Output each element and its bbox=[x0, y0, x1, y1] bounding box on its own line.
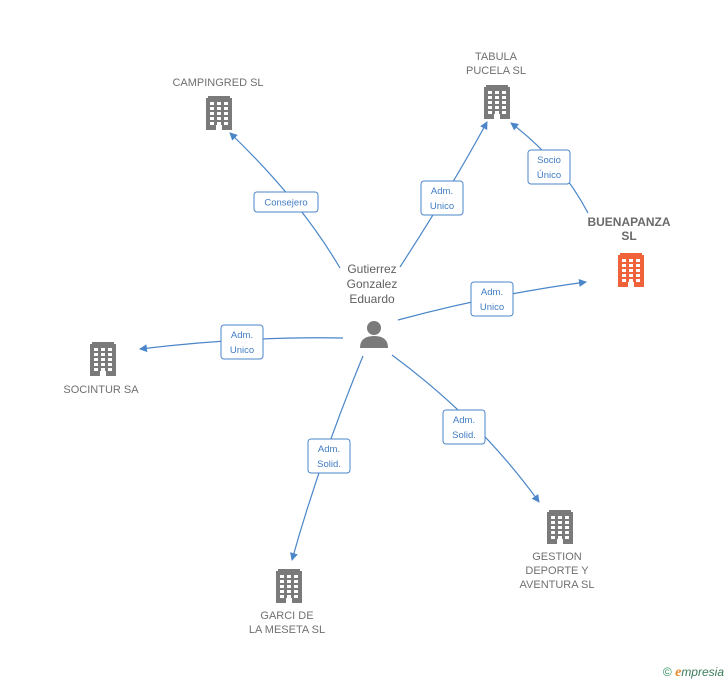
brand-initial: e bbox=[675, 665, 682, 680]
relation-label-box bbox=[307, 438, 351, 474]
relation-label-box bbox=[420, 180, 464, 216]
relation-label-text: Adm. bbox=[231, 330, 253, 341]
company-name-line: PUCELA SL bbox=[466, 65, 526, 77]
relation-label-box bbox=[220, 324, 264, 360]
relation-label-box bbox=[253, 191, 319, 213]
company-node-tabula[interactable]: TABULA PUCELA SL bbox=[466, 51, 526, 119]
relation-label-person-campingred[interactable]: Consejero bbox=[253, 191, 319, 213]
copyright-icon: © bbox=[662, 665, 672, 679]
relation-label-text: Socio bbox=[537, 155, 561, 166]
relation-label-text: Adm. bbox=[453, 415, 475, 426]
company-name-line: SL bbox=[621, 229, 636, 243]
company-name-line: GARCI DE bbox=[260, 610, 313, 622]
person-name-line: Gutierrez bbox=[347, 262, 396, 276]
relation-label-text: Unico bbox=[430, 201, 454, 212]
brand-name: mpresia bbox=[681, 665, 724, 679]
relation-label-text: Solid. bbox=[452, 430, 476, 441]
relation-label-text: Adm. bbox=[431, 186, 453, 197]
relation-label-text: Unico bbox=[230, 345, 254, 356]
company-name-line: CAMPINGRED SL bbox=[172, 77, 263, 89]
company-name-line: DEPORTE Y bbox=[525, 565, 589, 577]
company-node-campingred[interactable]: CAMPINGRED SL bbox=[172, 77, 264, 130]
relation-label-person-tabula[interactable]: Adm. Unico bbox=[420, 180, 464, 216]
company-node-gestion[interactable]: GESTION DEPORTE Y AVENTURA SL bbox=[520, 510, 595, 591]
building-icon bbox=[206, 96, 232, 130]
company-name-line: AVENTURA SL bbox=[520, 579, 595, 591]
company-name-line: BUENAPANZA bbox=[587, 215, 670, 229]
building-icon bbox=[90, 342, 116, 376]
relation-label-text: Unico bbox=[480, 302, 504, 313]
relation-label-person-socintur[interactable]: Adm. Unico bbox=[220, 324, 264, 360]
company-node-socintur[interactable]: SOCINTUR SA bbox=[63, 342, 139, 396]
relation-label-text: Solid. bbox=[317, 459, 341, 470]
relation-label-text: Adm. bbox=[481, 287, 503, 298]
building-icon bbox=[618, 253, 644, 287]
building-icon bbox=[484, 85, 510, 119]
person-icon bbox=[360, 321, 388, 348]
person-name-line: Gonzalez bbox=[347, 277, 398, 291]
building-icon bbox=[547, 510, 573, 544]
company-name-line: TABULA bbox=[475, 51, 518, 63]
company-name-line: SOCINTUR SA bbox=[63, 384, 139, 396]
relation-label-text: Consejero bbox=[264, 198, 307, 209]
relation-label-person-garci[interactable]: Adm. Solid. bbox=[307, 438, 351, 474]
empresia-watermark[interactable]: © empresia bbox=[663, 665, 724, 681]
relation-label-box bbox=[527, 149, 571, 185]
company-name-line: LA MESETA SL bbox=[249, 624, 325, 636]
person-name-line: Eduardo bbox=[349, 292, 395, 306]
relation-label-text: Adm. bbox=[318, 444, 340, 455]
relation-label-box bbox=[470, 281, 514, 317]
relation-label-box bbox=[442, 409, 486, 445]
relation-label-person-buenapanza[interactable]: Adm. Unico bbox=[470, 281, 514, 317]
relation-label-text: Único bbox=[537, 170, 561, 181]
relation-label-person-gestion[interactable]: Adm. Solid. bbox=[442, 409, 486, 445]
building-icon bbox=[276, 569, 302, 603]
company-node-garci[interactable]: GARCI DE LA MESETA SL bbox=[249, 569, 325, 636]
company-name-line: GESTION bbox=[532, 551, 582, 563]
